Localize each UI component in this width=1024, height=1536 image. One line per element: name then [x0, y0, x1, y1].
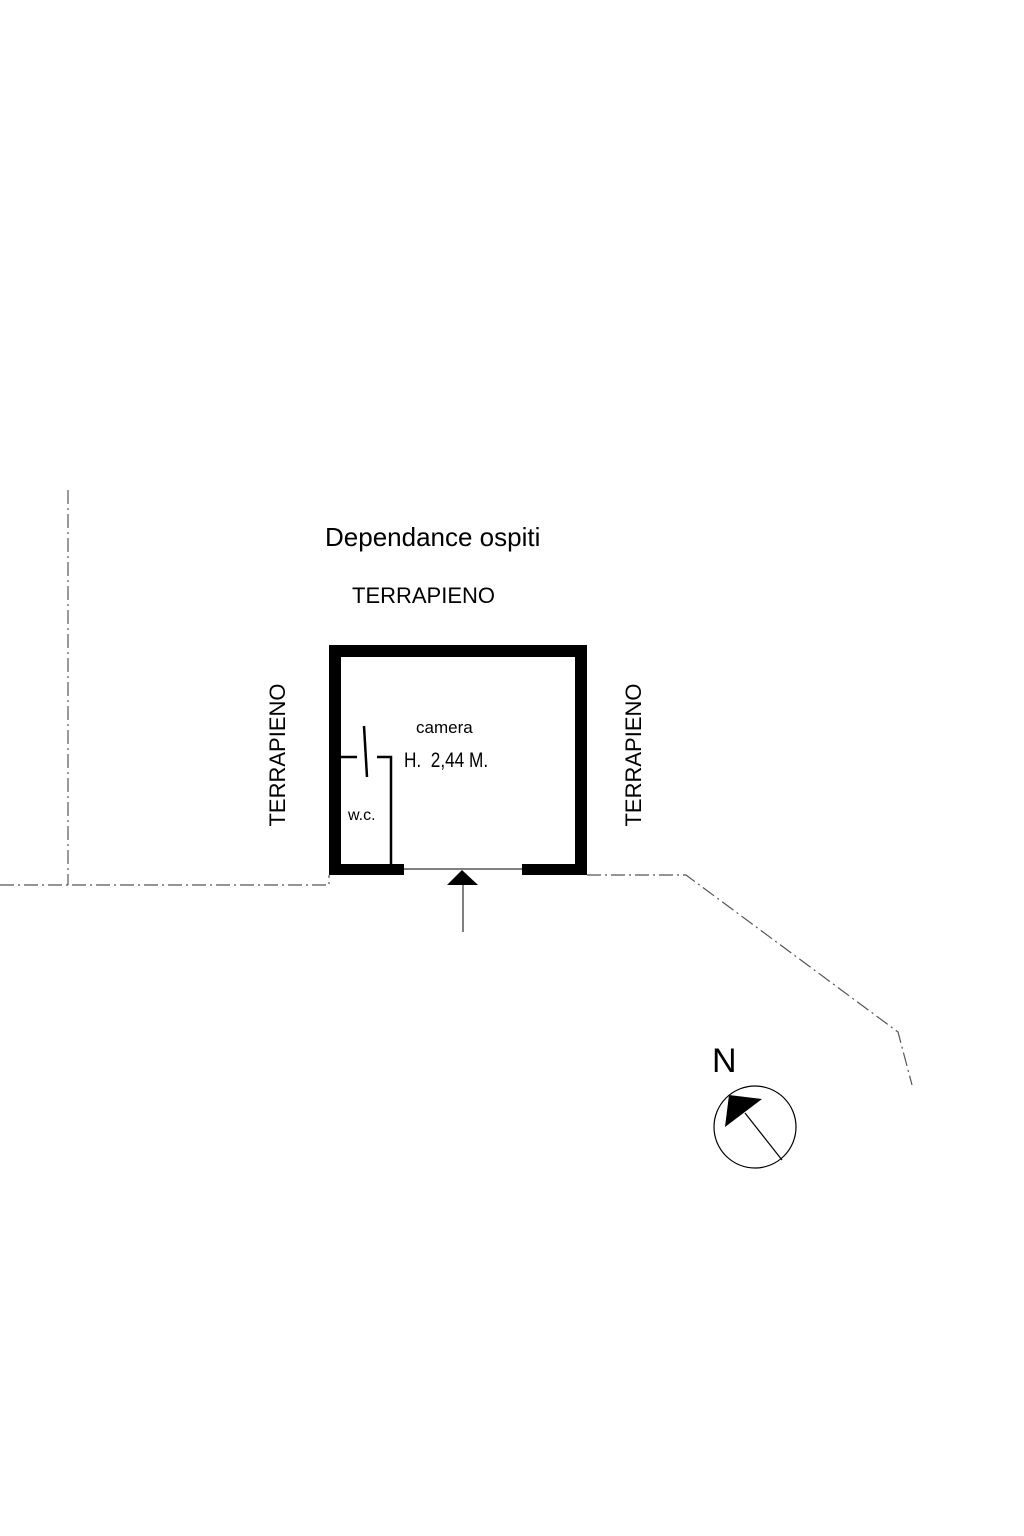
north-arrow-icon	[725, 1095, 783, 1161]
compass: N	[712, 1042, 797, 1169]
wall-top	[329, 645, 587, 657]
wall-left	[329, 645, 341, 875]
label-top-terrapieno: TERRAPIENO	[352, 583, 495, 608]
wall-right	[575, 645, 587, 875]
compass-circle	[713, 1085, 797, 1169]
wc-door-leaf	[362, 725, 369, 778]
label-right-terrapieno: TERRAPIENO	[621, 683, 646, 826]
compass-north-label: N	[712, 1042, 737, 1080]
entrance-arrow-icon	[447, 870, 478, 932]
room-name-wc: w.c.	[347, 807, 376, 824]
boundary-right	[587, 874, 913, 1086]
wall-bottom-left	[329, 864, 404, 875]
room-name-camera: camera	[416, 718, 473, 737]
boundary-bottom-left	[0, 875, 330, 886]
label-left-terrapieno: TERRAPIENO	[265, 683, 290, 826]
walls	[329, 645, 587, 875]
wc-partition	[341, 725, 393, 864]
plan-title: Dependance ospiti	[325, 522, 540, 552]
room-height: H. 2,44 M.	[404, 750, 488, 773]
wall-bottom-right	[522, 864, 587, 875]
property-boundary	[0, 490, 913, 1086]
